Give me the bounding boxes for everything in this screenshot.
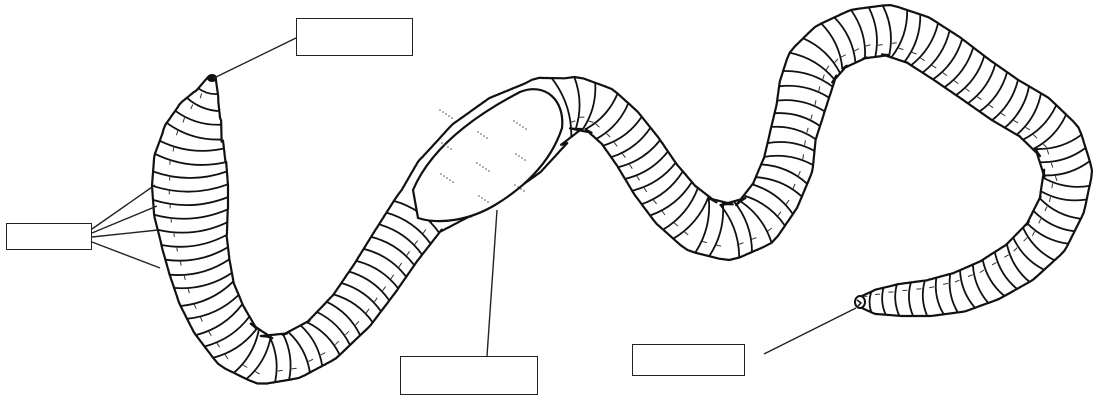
leader-anus [764,308,856,354]
leader-setae-1 [92,185,155,229]
seta-mark [878,45,883,46]
clitellum-stipple [514,184,516,186]
label-box-clitellum[interactable] [400,356,538,395]
clitellum-stipple [443,175,445,177]
clitellum-stipple [522,126,524,128]
clitellum-stipple [525,128,527,130]
clitellum-stipple [452,181,454,183]
clitellum-stipple [442,111,444,113]
clitellum-stipple [487,201,489,203]
label-box-mouth[interactable] [296,18,413,56]
clitellum-stipple [447,146,449,148]
seta-mark [177,247,178,252]
seta-mark [170,160,171,165]
clitellum-stipple [482,166,484,168]
clitellum-stipple [478,195,480,197]
clitellum-stipple [440,173,442,175]
clitellum-stipple [450,148,452,150]
clitellum-stipple [523,190,525,192]
clitellum-stipple [439,109,441,111]
clitellum-stipple [480,133,482,135]
clitellum-stipple [520,188,522,190]
clitellum-stipple [483,135,485,137]
seta-mark [892,43,897,44]
leader-mouth [214,38,296,78]
clitellum-stipple [516,122,518,124]
label-box-setae[interactable] [6,223,92,250]
clitellum-stipple [448,115,450,117]
clitellum-stipple [446,177,448,179]
clitellum-stipple [445,113,447,115]
clitellum-stipple [521,157,523,159]
leader-setae-4 [92,242,160,268]
worm-body-segments [152,5,1092,383]
clitellum-stipple [441,142,443,144]
clitellum-stipple [515,153,517,155]
clitellum-stipple [481,197,483,199]
clitellum-stipple [519,124,521,126]
seta-mark [292,368,297,369]
leader-clitellum [487,210,497,356]
clitellum-stipple [513,120,515,122]
leader-setae-2 [92,206,157,233]
clitellum-stipple [444,144,446,146]
clitellum-stipple [517,186,519,188]
anus-end [855,296,865,308]
leader-setae-3 [92,230,158,237]
seta-mark [174,232,175,237]
clitellum-stipple [485,168,487,170]
seta-mark [278,370,283,371]
seta-mark [173,147,174,152]
clitellum-stipple [449,179,451,181]
clitellum-stipple [488,170,490,172]
clitellum-stipple [486,137,488,139]
clitellum-stipple [479,164,481,166]
clitellum-stipple [451,117,453,119]
clitellum-stipple [518,155,520,157]
clitellum-stipple [484,199,486,201]
label-box-anus[interactable] [632,344,745,376]
clitellum-stipple [524,159,526,161]
clitellum-stipple [476,162,478,164]
clitellum-stipple [477,131,479,133]
